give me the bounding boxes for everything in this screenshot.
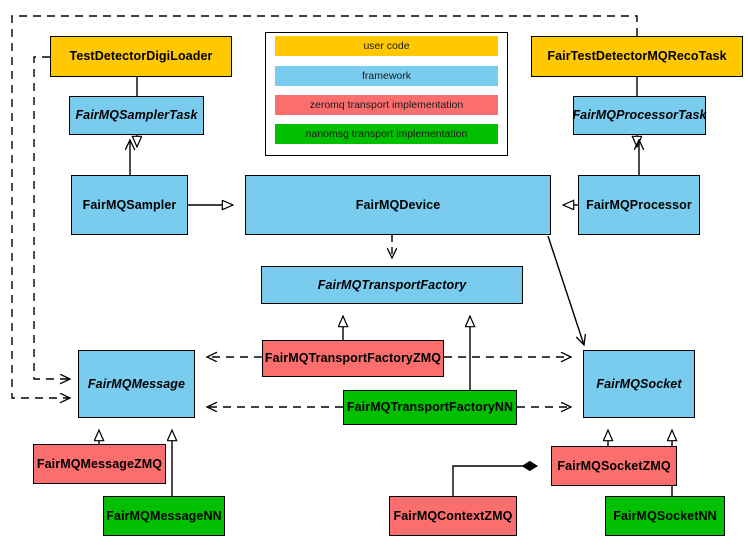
class-node-testdetectordigiloader[interactable]: TestDetectorDigiLoader bbox=[50, 36, 232, 77]
class-label: FairMQTransportFactory bbox=[317, 277, 467, 292]
legend-item-nanomsg: nanomsg transport implementation bbox=[275, 124, 498, 144]
class-label: FairMQSocketZMQ bbox=[557, 458, 671, 473]
class-node-fairmqsocketzmq[interactable]: FairMQSocketZMQ bbox=[551, 446, 677, 486]
class-label: FairMQMessageZMQ bbox=[36, 456, 163, 471]
class-node-fairmqsamplertask[interactable]: FairMQSamplerTask bbox=[69, 96, 204, 135]
class-node-fairmqprocessor[interactable]: FairMQProcessor bbox=[578, 175, 700, 235]
legend-item-zeromq: zeromq transport implementation bbox=[275, 95, 498, 115]
class-node-fairtestdetectormqrecotask[interactable]: FairTestDetectorMQRecoTask bbox=[531, 36, 743, 77]
class-node-fairmqdevice[interactable]: FairMQDevice bbox=[245, 175, 551, 235]
class-label: FairMQSocket bbox=[596, 376, 682, 391]
class-label: FairMQTransportFactoryZMQ bbox=[264, 351, 442, 366]
class-node-fairmqcontextzmq[interactable]: FairMQContextZMQ bbox=[389, 496, 517, 536]
class-label: FairMQSocketNN bbox=[613, 508, 717, 523]
class-node-fairmqtransportfactoryzmq[interactable]: FairMQTransportFactoryZMQ bbox=[262, 340, 444, 377]
class-label: FairMQProcessor bbox=[586, 197, 692, 212]
class-node-fairmqsocket[interactable]: FairMQSocket bbox=[583, 350, 695, 418]
class-node-fairmqmessagenn[interactable]: FairMQMessageNN bbox=[103, 496, 225, 536]
class-node-fairmqprocessortask[interactable]: FairMQProcessorTask bbox=[572, 96, 707, 135]
legend-label-framework: framework bbox=[361, 70, 411, 82]
legend-item-framework: framework bbox=[275, 66, 498, 86]
class-label: FairMQSampler bbox=[82, 197, 177, 212]
class-label: FairMQProcessorTask bbox=[572, 108, 707, 123]
legend-label-user-code: user code bbox=[363, 40, 410, 52]
class-node-fairmqmessagezmq[interactable]: FairMQMessageZMQ bbox=[33, 444, 166, 484]
class-label: FairTestDetectorMQRecoTask bbox=[547, 49, 727, 64]
class-node-fairmqtransportfactorynn[interactable]: FairMQTransportFactoryNN bbox=[343, 390, 517, 425]
edge-contextzmq-socketzmq bbox=[452, 466, 537, 496]
class-label: FairMQContextZMQ bbox=[393, 508, 513, 523]
legend-label-nanomsg: nanomsg transport implementation bbox=[305, 128, 468, 140]
class-node-fairmqsocketnn[interactable]: FairMQSocketNN bbox=[605, 496, 725, 536]
class-node-fairmqtransportfactory[interactable]: FairMQTransportFactory bbox=[261, 266, 523, 304]
class-node-fairmqsampler[interactable]: FairMQSampler bbox=[71, 175, 188, 235]
legend-item-user-code: user code bbox=[275, 36, 498, 56]
class-label: FairMQMessageNN bbox=[106, 508, 222, 523]
class-label: TestDetectorDigiLoader bbox=[69, 49, 213, 64]
class-label: FairMQTransportFactoryNN bbox=[346, 400, 514, 415]
class-label: FairMQSamplerTask bbox=[75, 108, 198, 123]
legend-label-zeromq: zeromq transport implementation bbox=[309, 99, 464, 111]
edge-digiloader-to-message bbox=[33, 56, 70, 379]
class-node-fairmqmessage[interactable]: FairMQMessage bbox=[78, 350, 195, 418]
edge-device-socket bbox=[547, 235, 584, 345]
edge-recotask-to-message bbox=[11, 15, 638, 398]
class-label: FairMQDevice bbox=[355, 197, 441, 212]
class-label: FairMQMessage bbox=[87, 376, 186, 391]
